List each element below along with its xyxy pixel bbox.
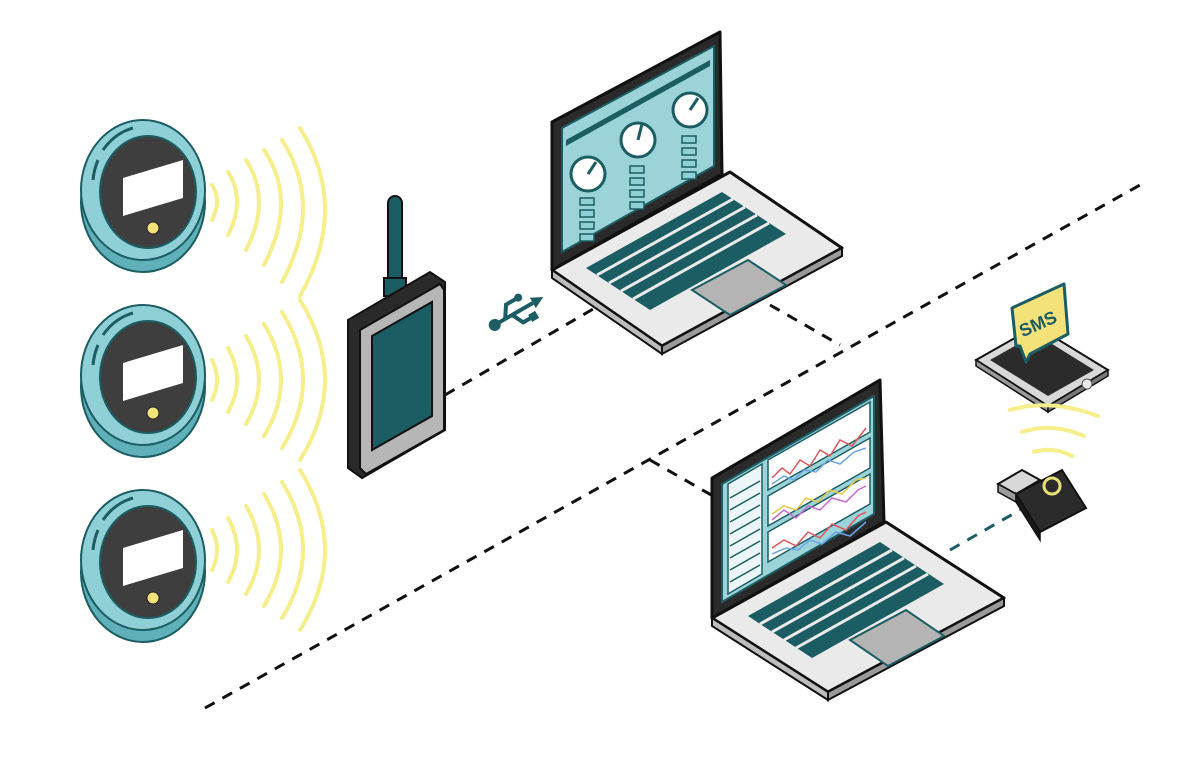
keyboard [586, 192, 786, 310]
usb-modem [995, 468, 1088, 543]
sensor-led [146, 406, 160, 420]
sensor-device-2 [80, 304, 206, 458]
link-laptop-1-to-boundary [769, 303, 841, 347]
receiver-screen [371, 300, 433, 452]
sensor-device-1 [80, 119, 206, 273]
keyboard [748, 542, 944, 658]
connection-lines [204, 183, 1141, 710]
modem-indicator-icon [1042, 476, 1062, 496]
phone-screen [990, 334, 1094, 396]
wireless-waves-icon [210, 126, 327, 298]
laptop-charts [710, 378, 1006, 702]
wireless-waves-icon [1008, 403, 1100, 458]
sensor-display [123, 345, 183, 401]
touchpad [848, 608, 946, 668]
home-button-icon [1081, 378, 1093, 390]
wireless-waves-icon [210, 468, 327, 632]
link-handheld-to-laptop-1 [444, 303, 601, 397]
sensor-device-3 [80, 489, 206, 643]
handheld-receiver [347, 195, 446, 480]
sensor-display [123, 160, 183, 216]
sensor-display [123, 530, 183, 586]
laptop-gauges [550, 30, 844, 356]
sensor-led [146, 591, 160, 605]
touchpad [690, 258, 788, 317]
sms-badge: SMS [1010, 282, 1070, 364]
link-laptop-2-to-usb-modem [949, 508, 1021, 552]
link-boundary-to-laptop-2 [649, 458, 721, 502]
sensor-led [146, 221, 160, 235]
usb-icon [488, 293, 544, 331]
gauge-icon [569, 91, 709, 193]
wireless-waves-icon [210, 298, 327, 462]
smartphone [974, 324, 1110, 414]
